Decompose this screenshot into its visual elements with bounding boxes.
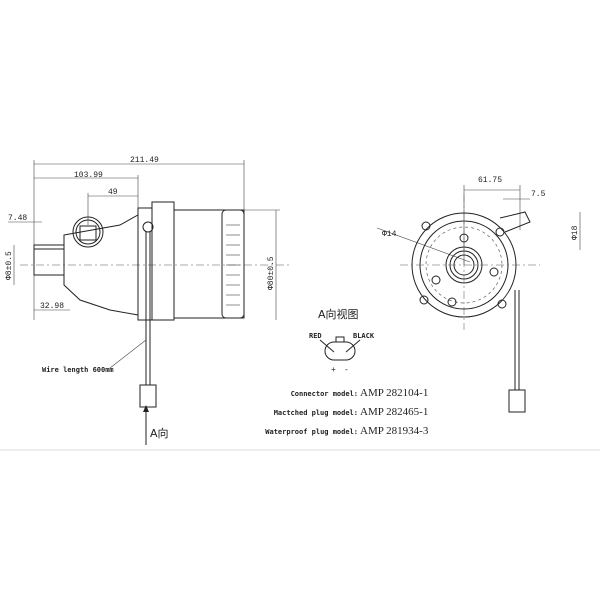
connector-model-label: Connector model: — [291, 390, 358, 398]
dim-inlet-lip: 7.48 — [8, 214, 27, 223]
front-view: 61.75 7.5 Φ14 Φ18 — [376, 176, 581, 413]
motor-body — [173, 209, 245, 319]
waterproof-plug-model-label: Waterproof plug model: — [265, 428, 358, 436]
connector-model-value: AMP 282104-1 — [360, 387, 428, 399]
waterproof-plug-model-value: AMP 281934-3 — [360, 425, 429, 437]
pump-volute — [63, 214, 139, 316]
dim-body-diameter: Φ80±0.5 — [267, 256, 276, 290]
matched-plug-model-label: Mactched plug model: — [274, 409, 358, 417]
wire-length-label: Wire length 600mm — [42, 366, 114, 374]
connector-view-title: A向视图 — [318, 307, 359, 321]
matched-plug-model-value: AMP 282465-1 — [360, 406, 428, 418]
red-label: RED — [309, 332, 322, 340]
plus-label: + — [331, 366, 336, 375]
connector-view: A向视图 RED BLACK + - — [309, 307, 375, 375]
wire-connector — [139, 384, 157, 408]
dim-offset: 7.5 — [531, 190, 546, 199]
connector-face — [324, 341, 356, 361]
side-view: 211.49 103.99 49 7.48 Φ8±0.5 32.98 Φ80±0… — [5, 156, 290, 445]
front-wire-connector — [508, 389, 526, 413]
dim-inlet-length: 32.98 — [40, 302, 64, 311]
view-arrow-label: A向 — [150, 426, 169, 440]
dim-horizontal: 61.75 — [478, 176, 502, 185]
dim-overall-length: 211.49 — [130, 156, 159, 165]
model-list: Connector model: AMP 282104-1 Mactched p… — [265, 387, 429, 437]
dim-inlet-diameter: Φ8±0.5 — [5, 251, 14, 280]
outlet-pipe — [499, 211, 531, 233]
dim-outlet-diameter: Φ14 — [382, 230, 397, 239]
dim-vertical-diameter: Φ18 — [571, 225, 580, 240]
dim-outlet-offset: 49 — [108, 188, 118, 197]
dim-inlet-to-flange: 103.99 — [74, 171, 103, 180]
outlet-port — [72, 216, 104, 248]
minus-label: - — [344, 366, 349, 375]
black-label: BLACK — [353, 332, 375, 340]
